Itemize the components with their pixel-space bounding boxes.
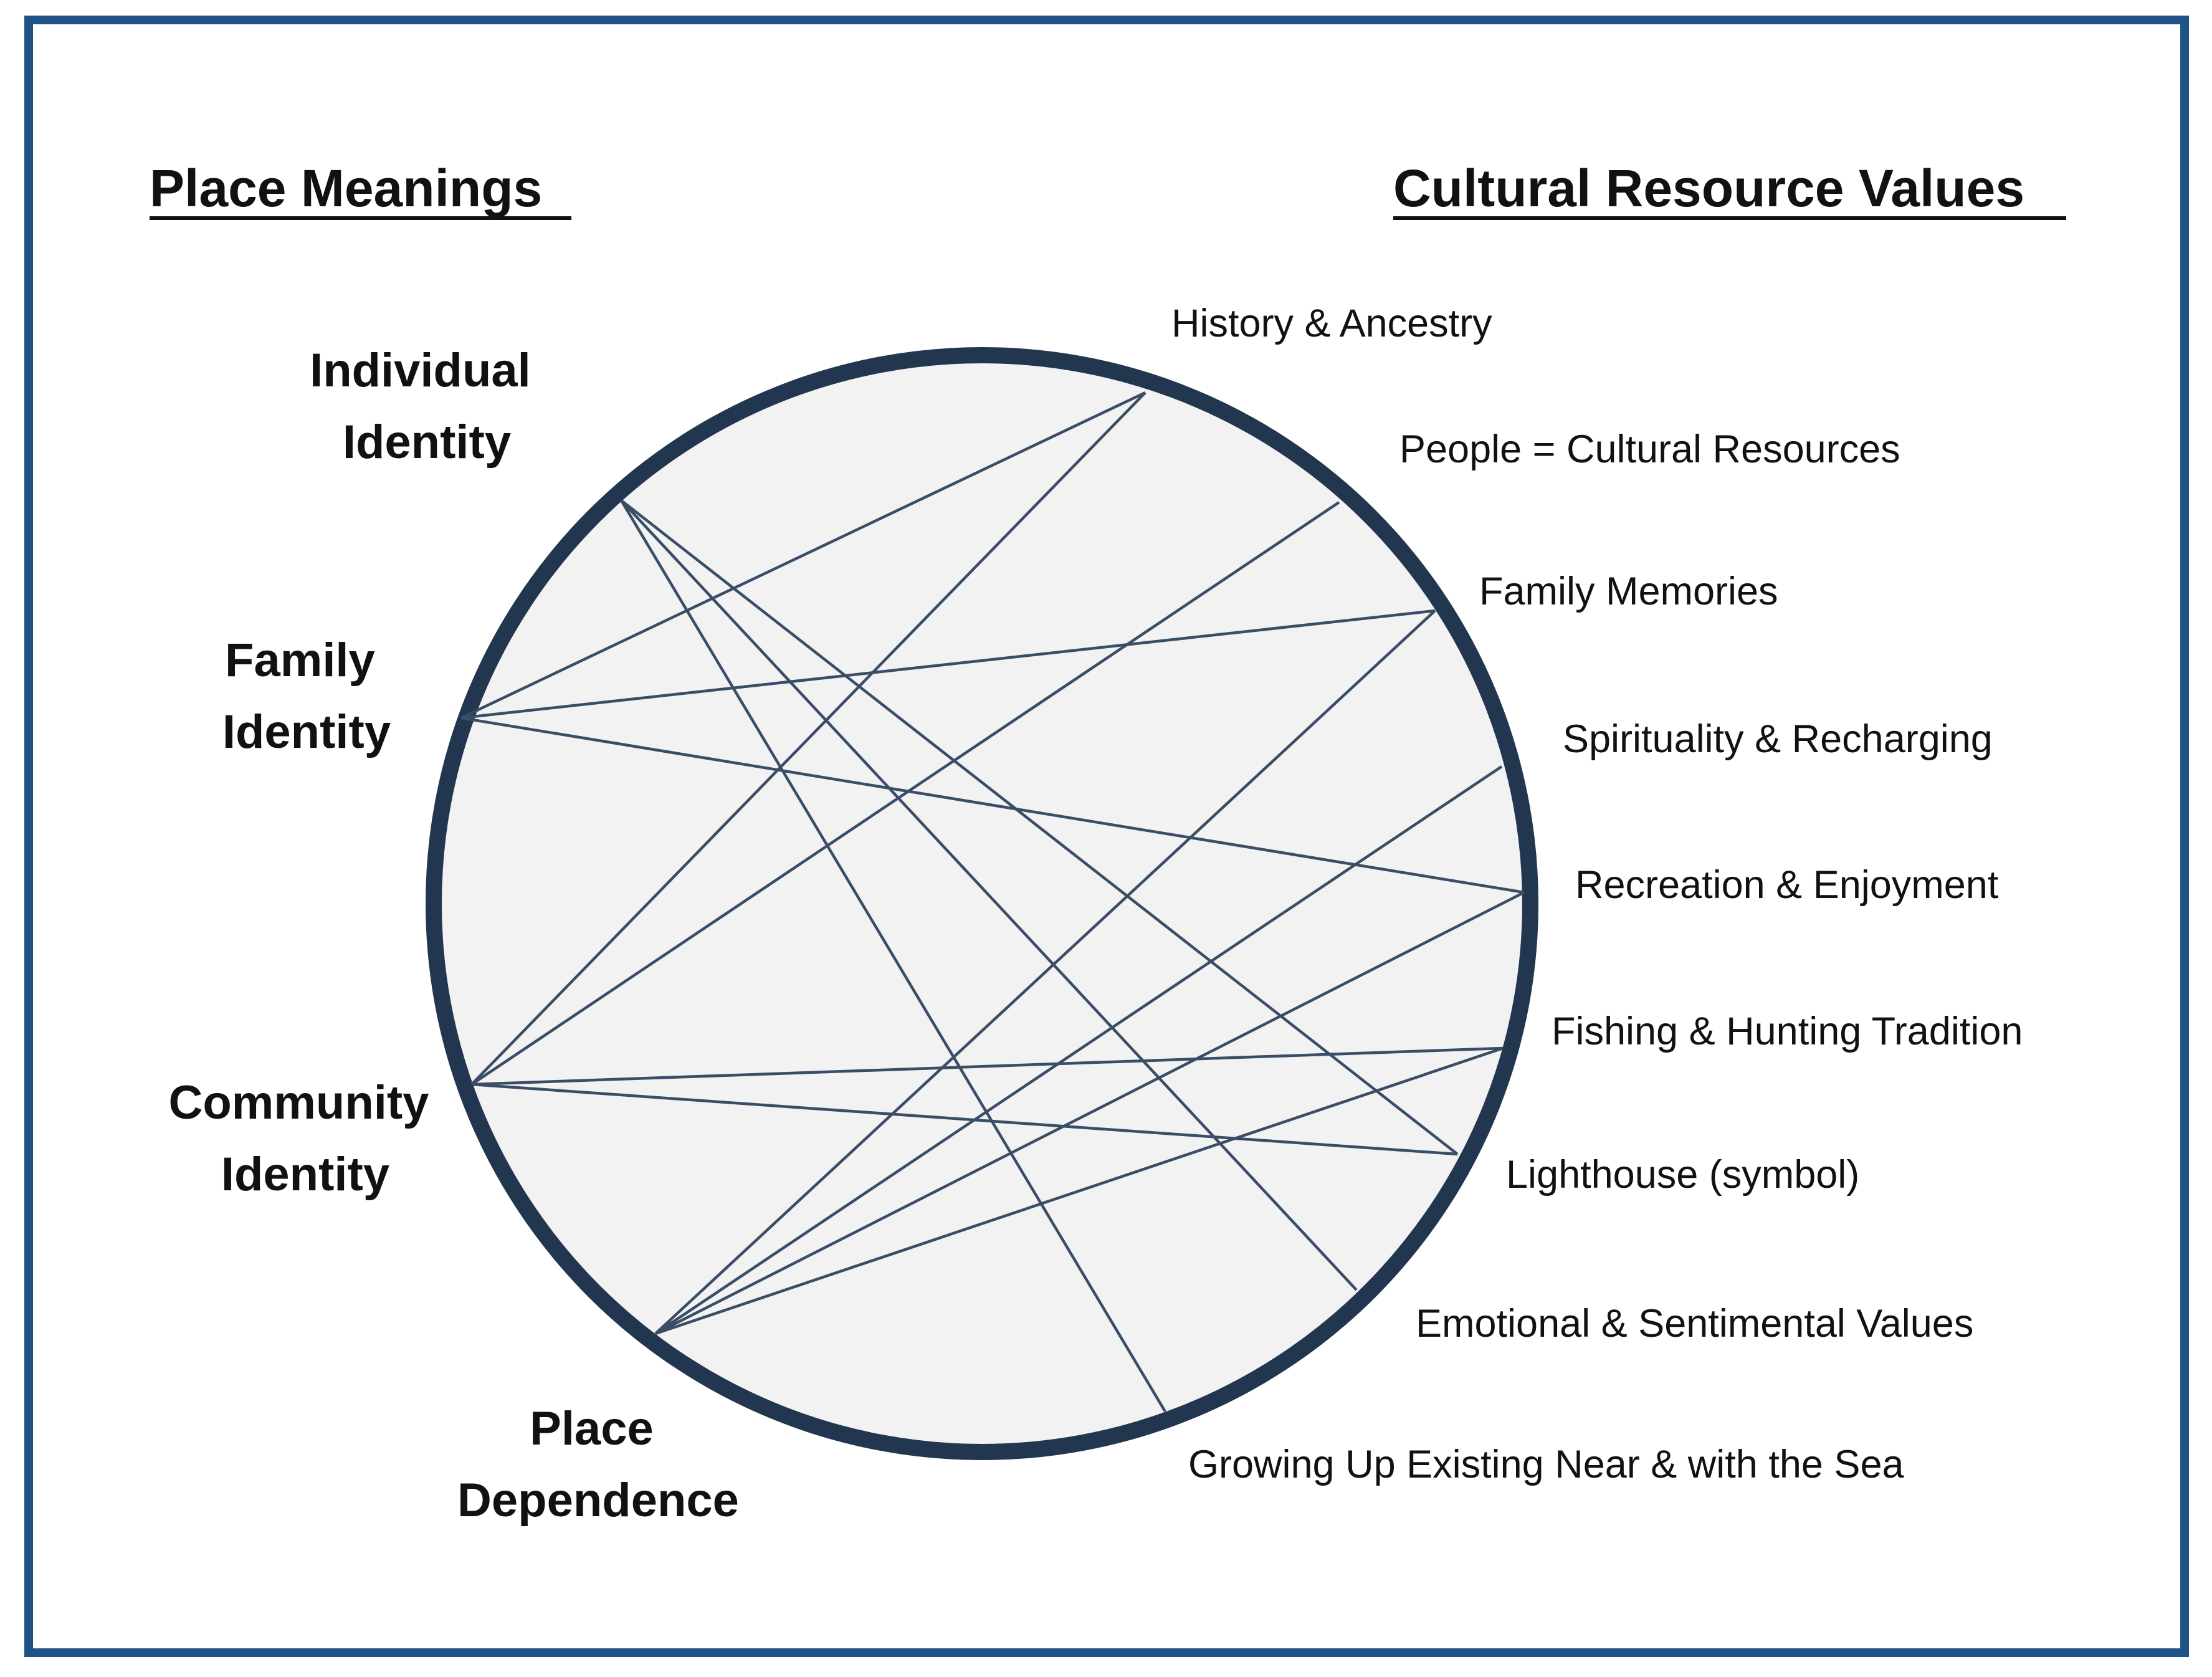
link-place-fishing [655,1046,1504,1335]
link-individual-emotional [620,499,1358,1291]
link-family-family_memories [460,609,1436,720]
value-label-growing-up-near-sea: Growing Up Existing Near & with the Sea [1188,1443,1904,1486]
link-individual-growing_up [620,499,1166,1413]
meaning-label-line: Identity [221,1148,389,1201]
meaning-label-place-dependence: Place Dependence [457,1402,739,1527]
link-community-lighthouse [471,1082,1458,1156]
link-place-recreation [654,891,1525,1335]
meaning-label-line: Community [168,1076,429,1129]
value-label-recreation-enjoyment: Recreation & Enjoyment [1575,863,1999,907]
meaning-label-line: Identity [343,416,511,469]
meaning-label-individual-identity: Individual Identity [310,344,544,469]
place-meanings-heading: Place Meanings [150,159,542,217]
value-label-lighthouse-symbol: Lighthouse (symbol) [1506,1153,1859,1197]
link-community-people [470,501,1340,1086]
value-label-emotional-sentimental-values: Emotional & Sentimental Values [1416,1302,1973,1345]
meaning-label-line: Place [530,1402,654,1455]
link-community-fishing [471,1046,1504,1086]
meaning-label-community-identity: Community Identity [168,1076,442,1201]
value-label-family-memories: Family Memories [1479,570,1778,613]
value-label-spirituality-recharging: Spirituality & Recharging [1563,717,1993,761]
value-label-fishing-hunting-tradition: Fishing & Hunting Tradition [1552,1010,2023,1053]
link-family-history [460,391,1146,720]
meanings-circle [426,347,1538,1460]
link-place-spirituality [654,765,1503,1335]
cultural-resource-values-heading: Cultural Resource Values [1393,159,2024,217]
value-label-people-cultural-resources: People = Cultural Resources [1399,428,1900,471]
link-family-recreation [460,716,1525,894]
value-label-history-ancestry: History & Ancestry [1171,302,1492,345]
link-community-history [470,391,1147,1086]
meaning-label-family-identity: Family Identity [222,634,391,758]
meaning-label-line: Identity [222,705,391,758]
link-individual-lighthouse [620,499,1459,1155]
meaning-label-line: Dependence [457,1474,739,1527]
meaning-label-line: Family [225,634,375,687]
connection-lines [460,391,1525,1413]
meaning-label-line: Individual [310,344,531,397]
link-place-family_memories [654,609,1436,1335]
